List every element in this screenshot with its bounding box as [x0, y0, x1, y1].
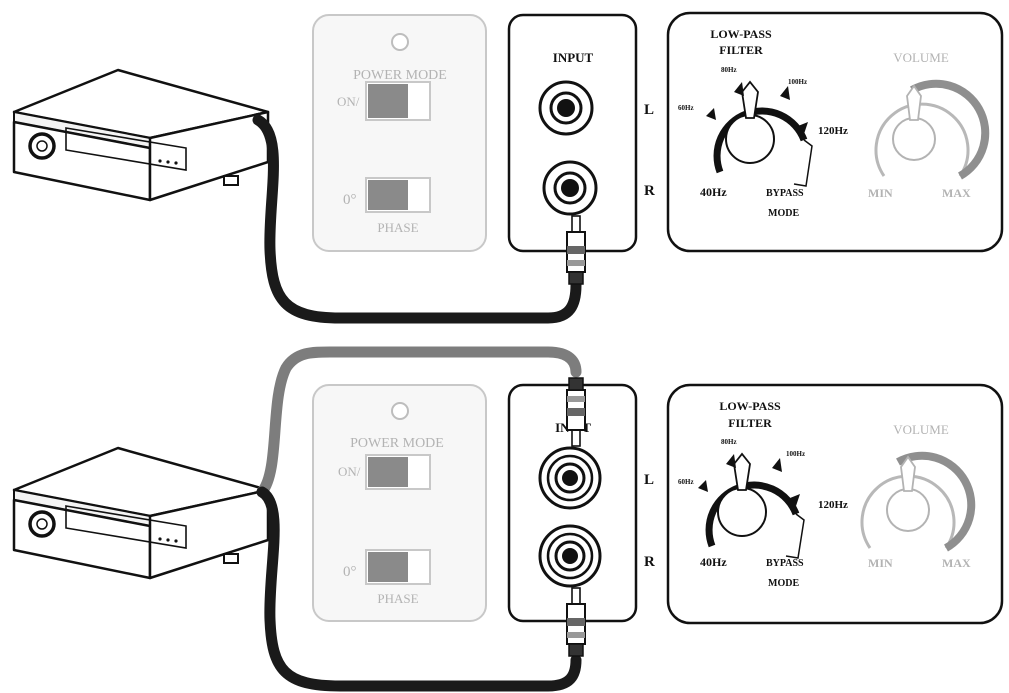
right-channel-label: R [644, 183, 655, 199]
volume-knob[interactable] [874, 79, 990, 180]
power-on-label: ON/ [337, 94, 360, 109]
hz60-label: 60Hz [678, 104, 694, 112]
volume-label: VOLUME [893, 50, 949, 65]
max-label: MAX [942, 186, 971, 200]
hz100-label: 100Hz [788, 78, 807, 86]
filter-volume-panel: LOW-PASS FILTER 60Hz 80Hz 100Hz 120Hz 40… [666, 383, 1004, 625]
power-mode-label: POWER MODE [350, 436, 444, 451]
configuration-mono: POWER MODE ON/ 0° PHASE INPUT L [12, 11, 1004, 324]
volume-knob[interactable] [860, 451, 976, 552]
power-phase-panel: POWER MODE ON/ 0° PHASE [312, 384, 487, 622]
receiver-icon [12, 446, 270, 580]
power-mode-switch[interactable] [365, 81, 431, 121]
hz80-label: 80Hz [721, 66, 737, 74]
receiver-icon [12, 68, 270, 202]
configuration-stereo: POWER MODE ON/ 0° PHASE IN UT L [12, 346, 1004, 692]
mode-label: MODE [768, 578, 799, 589]
min-label: MIN [868, 186, 893, 200]
low-pass-label: LOW-PASS [719, 399, 781, 413]
subwoofer-cable [252, 114, 582, 324]
filter-label: FILTER [719, 43, 763, 57]
input-panel: IN UT L R [507, 377, 655, 657]
phase-label: PHASE [377, 591, 418, 606]
subwoofer-cable-right [256, 486, 582, 692]
phase-zero-label: 0° [343, 564, 357, 580]
left-channel-label: L [644, 102, 654, 118]
low-pass-filter-knob[interactable] [706, 80, 813, 187]
rca-jack-icon[interactable] [538, 524, 602, 588]
phase-switch[interactable] [365, 177, 431, 213]
min-label: MIN [868, 556, 893, 570]
left-channel-label: L [644, 472, 654, 488]
rca-jack-icon[interactable] [538, 446, 602, 510]
hz40-label: 40Hz [700, 555, 727, 569]
power-on-label: ON/ [338, 464, 361, 479]
rca-jack-icon[interactable] [542, 160, 598, 216]
right-channel-label: R [644, 554, 655, 570]
volume-label: VOLUME [893, 422, 949, 437]
phase-switch[interactable] [365, 549, 431, 585]
power-led-icon [391, 33, 409, 51]
hz120-label: 120Hz [818, 125, 848, 137]
input-panel: INPUT L R [507, 13, 655, 285]
power-mode-switch[interactable] [365, 454, 431, 490]
phase-zero-label: 0° [343, 192, 357, 208]
filter-volume-panel: LOW-PASS FILTER 60Hz 80Hz 100Hz 120Hz 40… [666, 11, 1004, 253]
power-phase-panel: POWER MODE ON/ 0° PHASE [312, 14, 487, 252]
hz80-label: 80Hz [721, 438, 737, 446]
power-led-icon [391, 402, 409, 420]
low-pass-label: LOW-PASS [710, 27, 772, 41]
power-mode-label: POWER MODE [353, 68, 447, 83]
filter-label: FILTER [728, 416, 772, 430]
hz40-label: 40Hz [700, 185, 727, 199]
rca-jack-icon[interactable] [538, 80, 594, 136]
bypass-label: BYPASS [766, 558, 804, 569]
subwoofer-cable-left [256, 346, 582, 498]
hz120-label: 120Hz [818, 499, 848, 511]
input-label: INPUT [553, 50, 594, 65]
hz100-label: 100Hz [786, 450, 805, 458]
hz60-label: 60Hz [678, 478, 694, 486]
max-label: MAX [942, 556, 971, 570]
bypass-label: BYPASS [766, 188, 804, 199]
mode-label: MODE [768, 208, 799, 219]
phase-label: PHASE [377, 220, 418, 235]
low-pass-filter-knob[interactable] [698, 452, 805, 559]
